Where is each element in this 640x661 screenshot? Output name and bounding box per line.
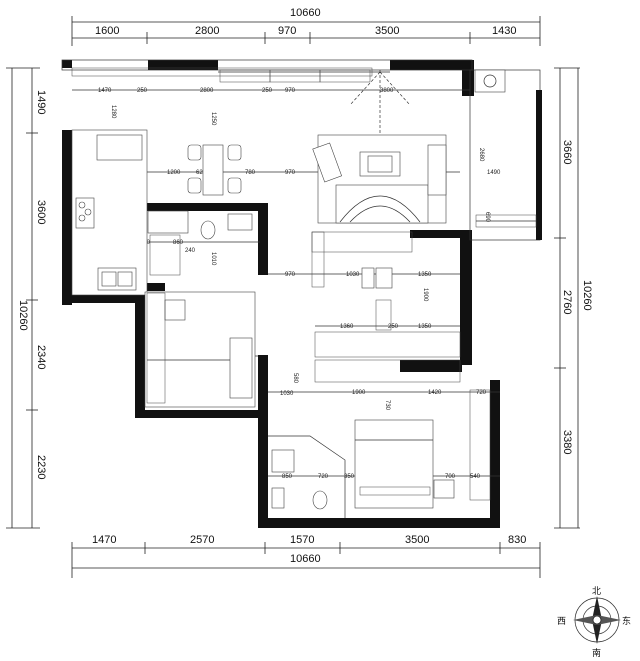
- top-total-dim: 10660: [290, 7, 321, 19]
- bottom-total-dim: 10660: [290, 553, 321, 565]
- idim-42: 720: [476, 390, 487, 396]
- bottom-dimensions: 1470 2570 1570 3500 830 10660: [71, 534, 541, 578]
- idim-37: 1350: [418, 324, 432, 330]
- top-seg-2: 2800: [195, 25, 219, 37]
- bottom-seg-3: 1570: [290, 534, 314, 546]
- idim-49: 850: [282, 474, 293, 480]
- walls: [61, 59, 542, 528]
- idim-4: 2800: [200, 88, 214, 94]
- idim-30: 1350: [418, 272, 432, 278]
- bedroom-2: [144, 291, 256, 408]
- idim-36: 250: [388, 324, 399, 330]
- idim-41: 1420: [428, 390, 442, 396]
- top-dimensions: 10660 1600 2800 970 3500 1430: [71, 7, 541, 46]
- idim-51: 350: [344, 474, 355, 480]
- idim-5: 970: [285, 88, 296, 94]
- living-room: [312, 70, 447, 224]
- idim-39: 1030: [280, 391, 294, 397]
- top-seg-4: 3500: [375, 25, 399, 37]
- bathroom-1: [147, 210, 253, 276]
- balcony: [474, 69, 537, 228]
- idim-14: 780: [245, 170, 256, 176]
- idim-1: 1470: [98, 88, 112, 94]
- right-total-dim: 10260: [581, 280, 593, 311]
- idim-17: 1490: [487, 170, 501, 176]
- study-room: [311, 231, 461, 383]
- bottom-seg-1: 1470: [92, 534, 116, 546]
- compass-north: 北: [592, 586, 601, 597]
- bottom-seg-5: 830: [508, 534, 526, 546]
- compass-south: 南: [592, 647, 601, 659]
- bottom-seg-2: 2570: [190, 534, 214, 546]
- left-seg-1: 1490: [35, 90, 47, 114]
- idim-28: 970: [285, 272, 296, 278]
- kitchen: [71, 129, 148, 296]
- right-dimensions: 3660 2760 3380 10260: [554, 67, 593, 529]
- compass: 北 东 西 南: [557, 586, 631, 659]
- idim-47: 540: [470, 474, 481, 480]
- idim-26: 240: [185, 248, 196, 254]
- idim-7: 250: [137, 88, 148, 94]
- idim-31: 1900: [422, 288, 428, 302]
- idim-29: 1030: [346, 272, 360, 278]
- idim-12: 620: [196, 170, 207, 176]
- idim-40: 1900: [352, 390, 366, 396]
- idim-15: 970: [285, 170, 296, 176]
- idim-25: 1010: [210, 252, 216, 266]
- top-windows: [71, 67, 390, 83]
- idim-18: 2680: [478, 148, 484, 162]
- idim-11: 1200: [167, 170, 181, 176]
- left-seg-4: 2230: [35, 455, 47, 479]
- left-seg-3: 2340: [35, 345, 47, 369]
- idim-35: 1360: [340, 324, 354, 330]
- idim-46: 700: [445, 474, 456, 480]
- right-seg-3: 3380: [561, 430, 573, 454]
- idim-6: 3800: [380, 88, 394, 94]
- idim-24: 860: [173, 240, 184, 246]
- idim-8: 250: [262, 88, 273, 94]
- interior-dimensions: 1470 1280 1250 2800 970 3800 250 250 100…: [72, 88, 501, 480]
- left-dimensions: 10260 1490 3600 2340 2230: [6, 67, 47, 529]
- idim-38: 580: [292, 373, 298, 384]
- idim-43: 730: [384, 400, 390, 411]
- idim-19: 690: [484, 212, 490, 223]
- left-total-dim: 10260: [17, 300, 29, 331]
- top-seg-3: 970: [278, 25, 296, 37]
- idim-2: 1280: [110, 105, 116, 119]
- right-seg-2: 2760: [561, 290, 573, 314]
- idim-3: 1250: [210, 112, 216, 126]
- compass-west: 西: [557, 616, 566, 627]
- right-seg-1: 3660: [561, 140, 573, 164]
- left-seg-2: 3600: [35, 200, 47, 224]
- bottom-seg-4: 3500: [405, 534, 429, 546]
- dining-table: [187, 144, 242, 196]
- top-seg-5: 1430: [492, 25, 516, 37]
- compass-east: 东: [622, 615, 631, 627]
- bathroom-2: [268, 435, 346, 518]
- idim-48: 720: [318, 474, 329, 480]
- top-seg-1: 1600: [95, 25, 119, 37]
- master-bedroom: [354, 389, 491, 509]
